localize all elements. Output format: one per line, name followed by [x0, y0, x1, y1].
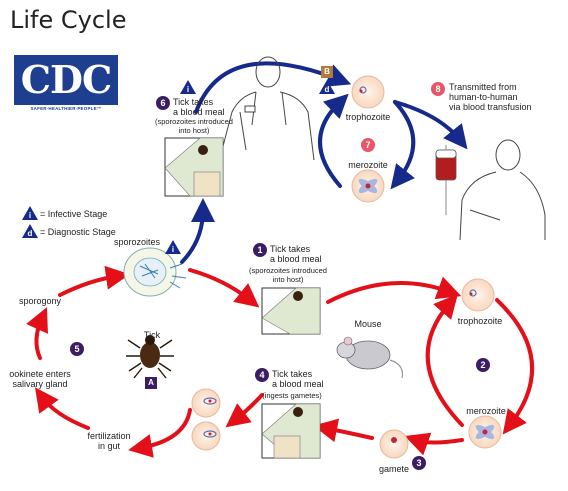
step-6-detail: (sporozoites introduced into host) [155, 117, 233, 135]
human-merozoite-label: merozoite [348, 160, 388, 170]
blue-cycle-arrows [180, 61, 468, 264]
arrow-transfusion [393, 100, 468, 150]
arrow-sporozoites-to-human-meal [180, 198, 215, 264]
step-3-badge: 3 [412, 456, 426, 470]
sporozoites-gland [123, 247, 187, 297]
arrow-sporozoites-to-tick-meal [188, 268, 260, 308]
svg-text:i: i [172, 245, 174, 254]
marker-B: B [321, 66, 333, 78]
step-1-detail: (sporozoites introduced into host) [249, 266, 327, 284]
cdc-logo: CDC SAFER·HEALTHIER·PEOPLE™ [14, 55, 118, 115]
diagnostic-stage-icon: d [22, 224, 38, 238]
fertilization-label: fertilization in gut [87, 431, 131, 451]
cdc-logo-text: CDC [14, 55, 118, 105]
marker-A: A [145, 377, 157, 389]
mouse-trophozoite-cell [461, 278, 495, 312]
infective-marker-6: i [180, 80, 196, 94]
mouse-merozoite-label: merozoite [466, 406, 506, 416]
infective-stage-icon: i [22, 206, 38, 220]
mouse-merozoite-cell [468, 415, 502, 449]
ookinete-label: ookinete enters salivary gland [9, 369, 71, 389]
step-4-detail: (ingests gametes) [262, 391, 322, 400]
step-8-badge: 8 [431, 82, 445, 96]
step-2-badge: 2 [476, 358, 490, 372]
step-1-title: Tick takes a blood meal [270, 244, 322, 264]
infective-marker-sporozoites: i [165, 240, 181, 254]
cdc-logo-tagline: SAFER·HEALTHIER·PEOPLE™ [30, 106, 102, 111]
red-cycle-arrows [26, 265, 535, 458]
arrow-trophozoite-to-merozoite [495, 298, 535, 435]
tick-meal-panel-human [164, 137, 224, 197]
diagnostic-marker-human: d [319, 80, 335, 94]
svg-text:d: d [28, 229, 33, 238]
step-8-label: Transmitted from human-to-human via bloo… [449, 82, 532, 112]
arrow-sporogony-to-sporozoites [58, 265, 130, 297]
human-recipient-figure [459, 139, 546, 241]
tick-icon [126, 335, 174, 379]
step-5-badge: 5 [70, 342, 84, 356]
sporogony-label: sporogony [18, 296, 62, 306]
arrow-fertilization-to-ookinete [34, 387, 90, 430]
arrow-gametes-to-fertilization [128, 408, 192, 458]
sporozoites-label: sporozoites [114, 237, 161, 247]
blood-bag-icon [435, 145, 457, 215]
human-merozoite-cell [351, 169, 385, 203]
step-4-badge: 4 [255, 368, 269, 382]
gamete-label: gamete [378, 464, 410, 474]
arrow-merozoite-to-trophozoite-human [318, 93, 349, 188]
legend-infective-label: = Infective Stage [40, 209, 108, 219]
human-host-figure [221, 56, 315, 161]
mouse-icon [336, 336, 404, 379]
arrow-tick-meal-to-mouse [326, 276, 462, 304]
human-trophozoite-cell [351, 75, 385, 109]
arrow-ookinete-to-sporogony [26, 307, 48, 360]
svg-text:i: i [187, 85, 189, 94]
human-trophozoite-label: trophozoite [345, 112, 391, 122]
mouse-trophozoite-label: trophozoite [457, 316, 503, 326]
step-4-title: Tick takes a blood meal [272, 369, 324, 389]
step-6-badge: 6 [156, 96, 170, 110]
gamete-cell-tick-1 [191, 388, 221, 418]
arrow-merozoite-to-gamete [404, 432, 464, 456]
arrow-trophozoite-to-merozoite-human [390, 100, 416, 190]
tick-meal-panel-mouse [261, 287, 321, 335]
page-title: Life Cycle [10, 6, 127, 34]
svg-text:i: i [29, 211, 31, 220]
tick-label: Tick [143, 330, 161, 340]
step-6-title: Tick takes a blood meal [173, 97, 225, 117]
step-1-badge: 1 [253, 243, 267, 257]
arrow-tick-meal-to-gametes-gut [225, 393, 264, 428]
gamete-cell-tick-2 [191, 421, 221, 451]
arrow-gamete-to-tick-meal [313, 418, 374, 443]
arrow-merozoite-to-trophozoite [425, 293, 464, 427]
legend-diagnostic-label: = Diagnostic Stage [40, 227, 116, 237]
svg-text:d: d [325, 85, 330, 94]
tick-meal-panel-gametes [261, 403, 321, 459]
step-7-badge: 7 [361, 138, 375, 152]
mouse-label: Mouse [354, 319, 382, 329]
gamete-cell [379, 429, 409, 459]
arrow-tick-to-human [194, 61, 352, 114]
